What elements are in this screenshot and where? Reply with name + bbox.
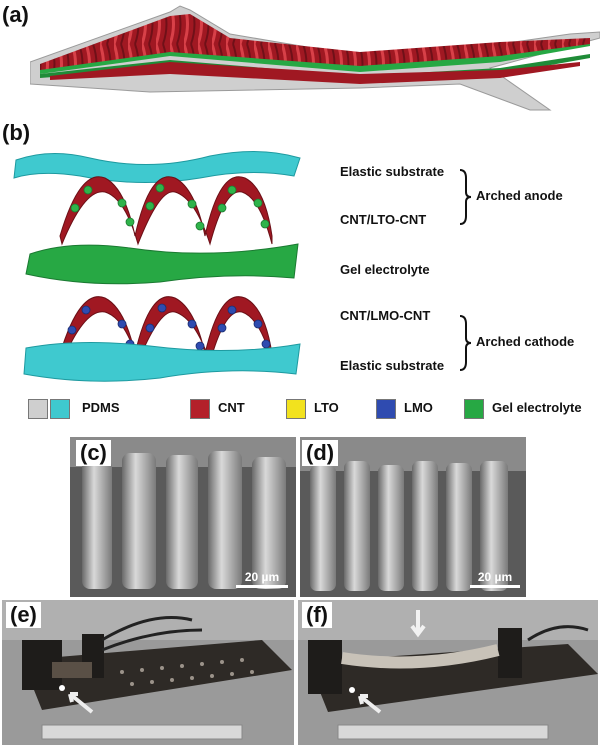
label-elastic-substrate-bottom: Elastic substrate xyxy=(340,358,445,373)
scalebar-c-line xyxy=(236,585,288,588)
scalebar-d-line xyxy=(470,585,520,588)
label-arched-anode: Arched anode xyxy=(476,188,563,203)
legend-swatch-lmo xyxy=(376,399,396,419)
legend-label-lto: LTO xyxy=(314,400,339,415)
scalebar-c: 20 µm xyxy=(236,570,288,588)
legend-swatch-lto xyxy=(286,399,306,419)
panel-label-c: (c) xyxy=(76,440,111,466)
legend-label-pdms: PDMS xyxy=(82,400,120,415)
label-cnt-lto-cnt: CNT/LTO-CNT xyxy=(340,212,427,227)
scalebar-c-label: 20 µm xyxy=(244,570,280,584)
panel-label-f: (f) xyxy=(302,602,332,628)
legend-label-gel: Gel electrolyte xyxy=(492,400,582,415)
panel-label-d: (d) xyxy=(302,440,339,466)
legend-swatch-pdms-gray xyxy=(28,399,48,419)
label-elastic-substrate-top: Elastic substrate xyxy=(340,164,445,179)
legend-label-cnt: CNT xyxy=(218,400,245,415)
device-photo-e xyxy=(2,600,294,745)
brace-cathode xyxy=(459,315,472,371)
legend-label-lmo: LMO xyxy=(404,400,433,415)
stretched-battery-illustration xyxy=(30,5,600,111)
sem-image-d xyxy=(300,437,526,597)
legend-swatch-cnt xyxy=(190,399,210,419)
panel-label-e: (e) xyxy=(6,602,41,628)
label-cnt-lmo-cnt: CNT/LMO-CNT xyxy=(340,308,431,323)
brace-anode xyxy=(459,169,472,225)
label-arched-cathode: Arched cathode xyxy=(476,334,575,349)
label-gel-electrolyte: Gel electrolyte xyxy=(340,262,430,277)
legend: PDMS CNT LTO LMO Gel electrolyte xyxy=(22,397,592,421)
battery-layer-diagram xyxy=(13,151,301,382)
scalebar-d: 20 µm xyxy=(470,570,520,588)
scalebar-d-label: 20 µm xyxy=(477,570,513,584)
panel-label-b: (b) xyxy=(2,120,31,145)
device-photo-f xyxy=(298,600,598,745)
legend-swatch-pdms-cyan xyxy=(50,399,70,419)
legend-swatch-gel xyxy=(464,399,484,419)
panel-label-a: (a) xyxy=(2,2,29,27)
